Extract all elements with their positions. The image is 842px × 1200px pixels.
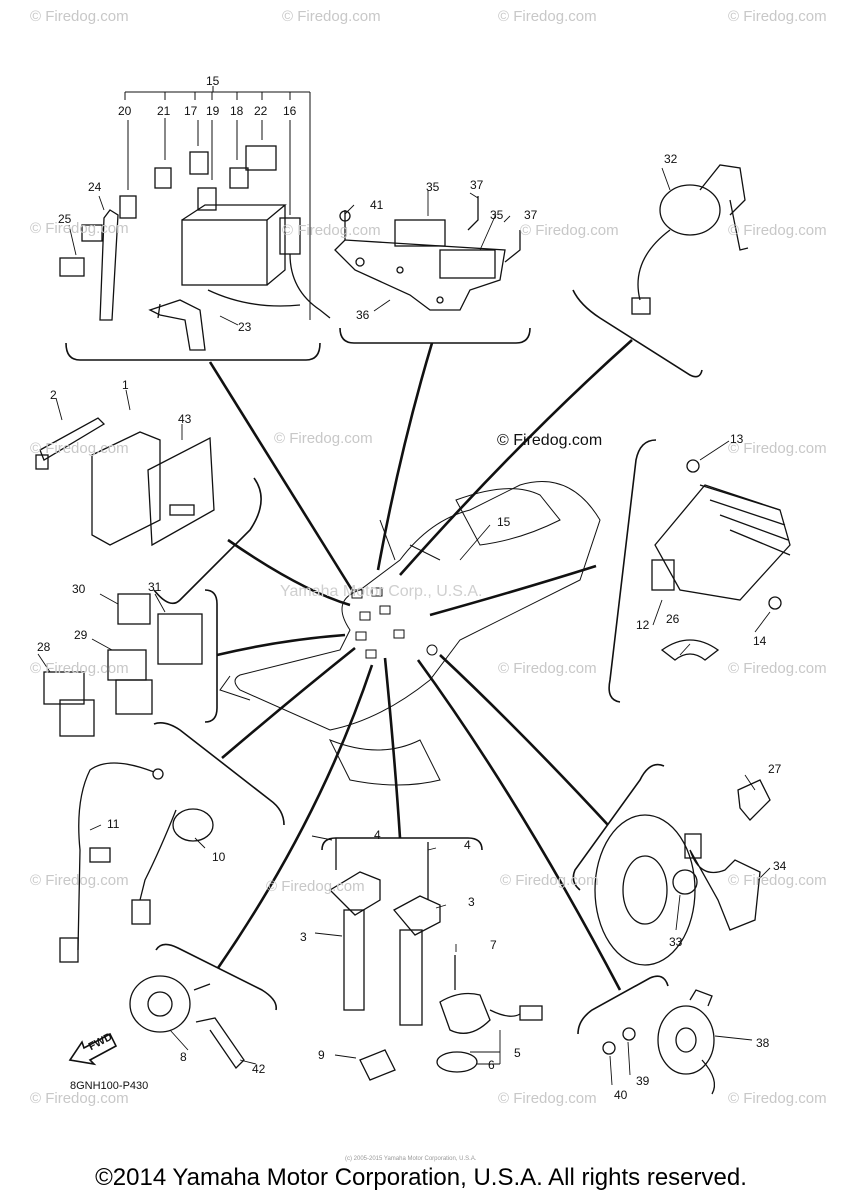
part-number-4b: 4 [464,838,471,852]
part-number-41: 41 [370,198,384,212]
watermark-19: © Firedog.com [30,1090,129,1107]
part-number-4: 4 [374,828,381,842]
watermark-4: © Firedog.com [728,8,827,25]
part-number-22: 22 [254,104,268,118]
fuse-group-parts [59,86,331,351]
watermark-15: © Firedog.com [30,872,129,889]
part-number-10: 10 [212,850,226,864]
harness-parts [59,762,214,963]
part-number-40: 40 [614,1088,628,1102]
part-number-38: 38 [756,1036,770,1050]
part-number-3b: 3 [300,930,307,944]
bracket-harness-group [153,722,285,826]
part-number-30: 30 [72,582,86,596]
switch-parts [129,975,245,1070]
main-switch-32 [631,164,749,315]
part-number-23: 23 [238,320,252,334]
part-number-11: 11 [107,817,120,831]
watermark-20: © Firedog.com [498,1090,597,1107]
watermark-7: © Firedog.com [520,222,619,239]
bracket-switch2-group [155,943,278,1011]
leader-lines [208,339,633,991]
part-number-1: 1 [122,378,129,392]
part-number-2: 2 [50,388,57,402]
watermark-5: © Firedog.com [30,220,129,237]
bracket-regulator-group [608,439,657,703]
copyright-small: (c) 2005-2015 Yamaha Motor Corporation, … [345,1156,477,1162]
part-number-31: 31 [148,580,162,594]
chassis-outline [219,481,601,786]
part-number-21: 21 [157,104,171,118]
watermark-6: © Firedog.com [282,222,381,239]
bracket-horn-group [577,975,669,1035]
watermark-9: © Firedog.com [30,440,129,457]
part-number-15b: 15 [497,515,511,529]
part-number-3: 3 [468,895,475,909]
part-number-43: 43 [178,412,192,426]
part-number-24: 24 [88,180,102,194]
part-number-14: 14 [753,634,767,648]
part-number-26: 26 [666,612,680,626]
bracket-switch-group [572,289,703,378]
mid-watermark: © Firedog.com [497,432,603,449]
part-number-28: 28 [37,640,51,654]
part-number-39: 39 [636,1074,650,1088]
part-number-27: 27 [768,762,782,776]
watermark-1: © Firedog.com [30,8,129,25]
part-number-25: 25 [58,212,72,226]
part-number-8: 8 [180,1050,187,1064]
part-number-20: 20 [118,104,132,118]
sensor-parts [594,779,771,966]
watermark-13: © Firedog.com [498,660,597,677]
part-number-35b: 35 [490,208,504,222]
part-number-19: 19 [206,104,220,118]
part-number-35: 35 [426,180,440,194]
watermark-21: © Firedog.com [728,1090,827,1107]
regulator-parts [651,459,791,661]
watermark-12: © Firedog.com [30,660,129,677]
watermark-10: © Firedog.com [274,430,373,447]
part-number-36: 36 [356,308,370,322]
bracket-ecu-group [153,477,262,605]
part-number-34: 34 [773,859,787,873]
part-number-12: 12 [636,618,650,632]
watermark-11: © Firedog.com [728,440,827,457]
center-watermark: Yamaha Motor Corp., U.S.A. [280,583,483,600]
fwd-arrow-icon [68,1032,118,1066]
part-number-32: 32 [664,152,678,166]
ecu-parts [35,417,215,547]
watermark-17: © Firedog.com [500,872,599,889]
watermark-8: © Firedog.com [728,222,827,239]
part-number-16: 16 [283,104,297,118]
watermark-2: © Firedog.com [282,8,381,25]
part-number-7: 7 [490,938,497,952]
diagram-code: 8GNH100-P430 [70,1080,149,1092]
watermark-18: © Firedog.com [728,872,827,889]
horn-parts [602,989,716,1095]
bracket-relays-group [204,589,218,723]
relay-parts [43,593,203,737]
part-number-33: 33 [669,935,683,949]
part-number-37b: 37 [524,208,538,222]
bracket-fuse-group [65,342,321,361]
bracket-coil-group [321,837,483,851]
part-number-15: 15 [206,74,220,88]
coil-parts [328,838,543,1081]
watermark-16: © Firedog.com [266,878,365,895]
part-number-18: 18 [230,104,244,118]
watermark-14: © Firedog.com [728,660,827,677]
copyright-footer: ©2014 Yamaha Motor Corporation, U.S.A. A… [95,1164,747,1191]
part-number-37: 37 [470,178,484,192]
part-number-42: 42 [252,1062,266,1076]
part-number-29: 29 [74,628,88,642]
part-number-17: 17 [184,104,198,118]
part-number-6: 6 [488,1058,495,1072]
relay-bracket-parts [334,196,521,311]
part-number-9: 9 [318,1048,325,1062]
bracket-relay-bracket-group [339,327,531,344]
watermark-3: © Firedog.com [498,8,597,25]
part-number-13: 13 [730,432,744,446]
part-number-5: 5 [514,1046,521,1060]
